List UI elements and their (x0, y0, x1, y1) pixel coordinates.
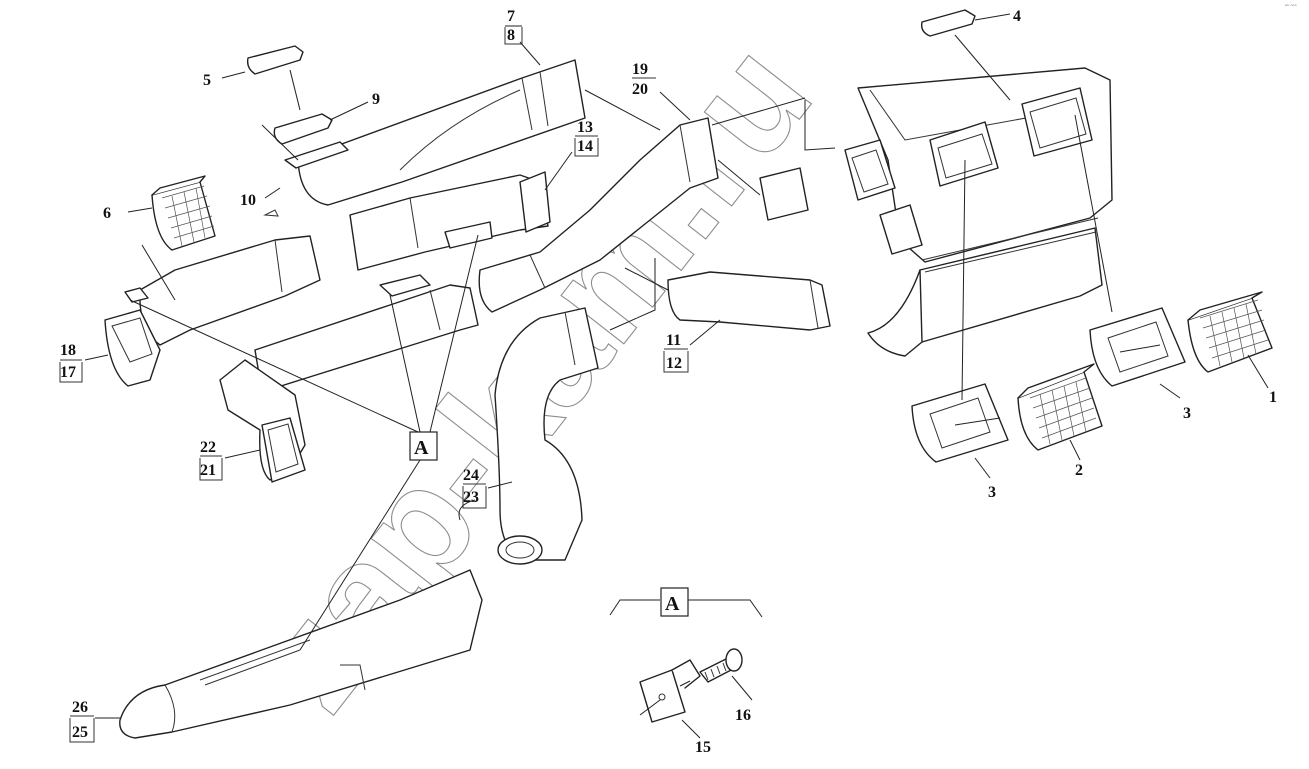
view-a-detail-label: A (665, 593, 680, 615)
part-label-1: 1 (1269, 389, 1277, 406)
part-label-6: 6 (103, 205, 111, 222)
clip-4: 4 (920, 8, 1021, 101)
part-label-21: 21 (200, 462, 216, 479)
vent-bezel-left: 3 (911, 383, 1009, 501)
vent-grille-right: 1 (1187, 291, 1277, 406)
vent-bezel-right: 3 (1089, 307, 1191, 422)
part-label-10: 10 (240, 192, 256, 209)
view-a-label: A (414, 437, 429, 459)
duct-13-14: 13 14 (349, 119, 599, 271)
duct-19-20: 19 20 (478, 61, 761, 313)
part-label-5: 5 (203, 72, 211, 89)
part-label-20: 20 (632, 81, 648, 98)
duct-7-8: 7 8 (284, 8, 586, 206)
duct-17-18: 18 17 (59, 235, 321, 387)
part-label-4: 4 (1013, 8, 1021, 25)
part-label-18: 18 (60, 342, 76, 359)
corner-mark: ᵃⁿ ⁿᵒᵒ (1285, 4, 1297, 10)
part-label-16: 16 (735, 707, 751, 724)
dash-housing (711, 67, 1113, 357)
part-label-15: 15 (695, 739, 711, 756)
duct-21-22: 22 21 (199, 359, 306, 483)
vent-grille-center: 2 (1017, 363, 1103, 479)
s-duct-23-24: 24 23 (458, 307, 599, 565)
part-label-3-right: 3 (1183, 405, 1191, 422)
part-label-24: 24 (463, 467, 479, 484)
part-label-9: 9 (372, 91, 380, 108)
part-label-12: 12 (666, 355, 682, 372)
part-label-8: 8 (507, 27, 515, 44)
part-label-2: 2 (1075, 462, 1083, 479)
part-label-11: 11 (666, 332, 681, 349)
clip-5: 5 (203, 45, 304, 111)
part-label-22: 22 (200, 439, 216, 456)
part-label-3-left: 3 (988, 484, 996, 501)
part-label-14: 14 (577, 138, 593, 155)
view-a-detail: A 15 16 (609, 587, 763, 756)
part-label-7: 7 (507, 8, 515, 25)
vent-grille-left: 6 (103, 175, 216, 251)
part-label-13: 13 (577, 119, 593, 136)
part-label-17: 17 (60, 364, 76, 381)
part-10: 10 (240, 124, 299, 217)
part-label-19: 19 (632, 61, 648, 78)
connector-11-12: 11 12 (609, 258, 831, 373)
duct-25-26: 26 25 (69, 569, 483, 743)
part-label-26: 26 (72, 699, 88, 716)
part-label-25: 25 (72, 724, 88, 741)
view-a-callout: A (299, 234, 479, 651)
part-label-23: 23 (463, 489, 479, 506)
